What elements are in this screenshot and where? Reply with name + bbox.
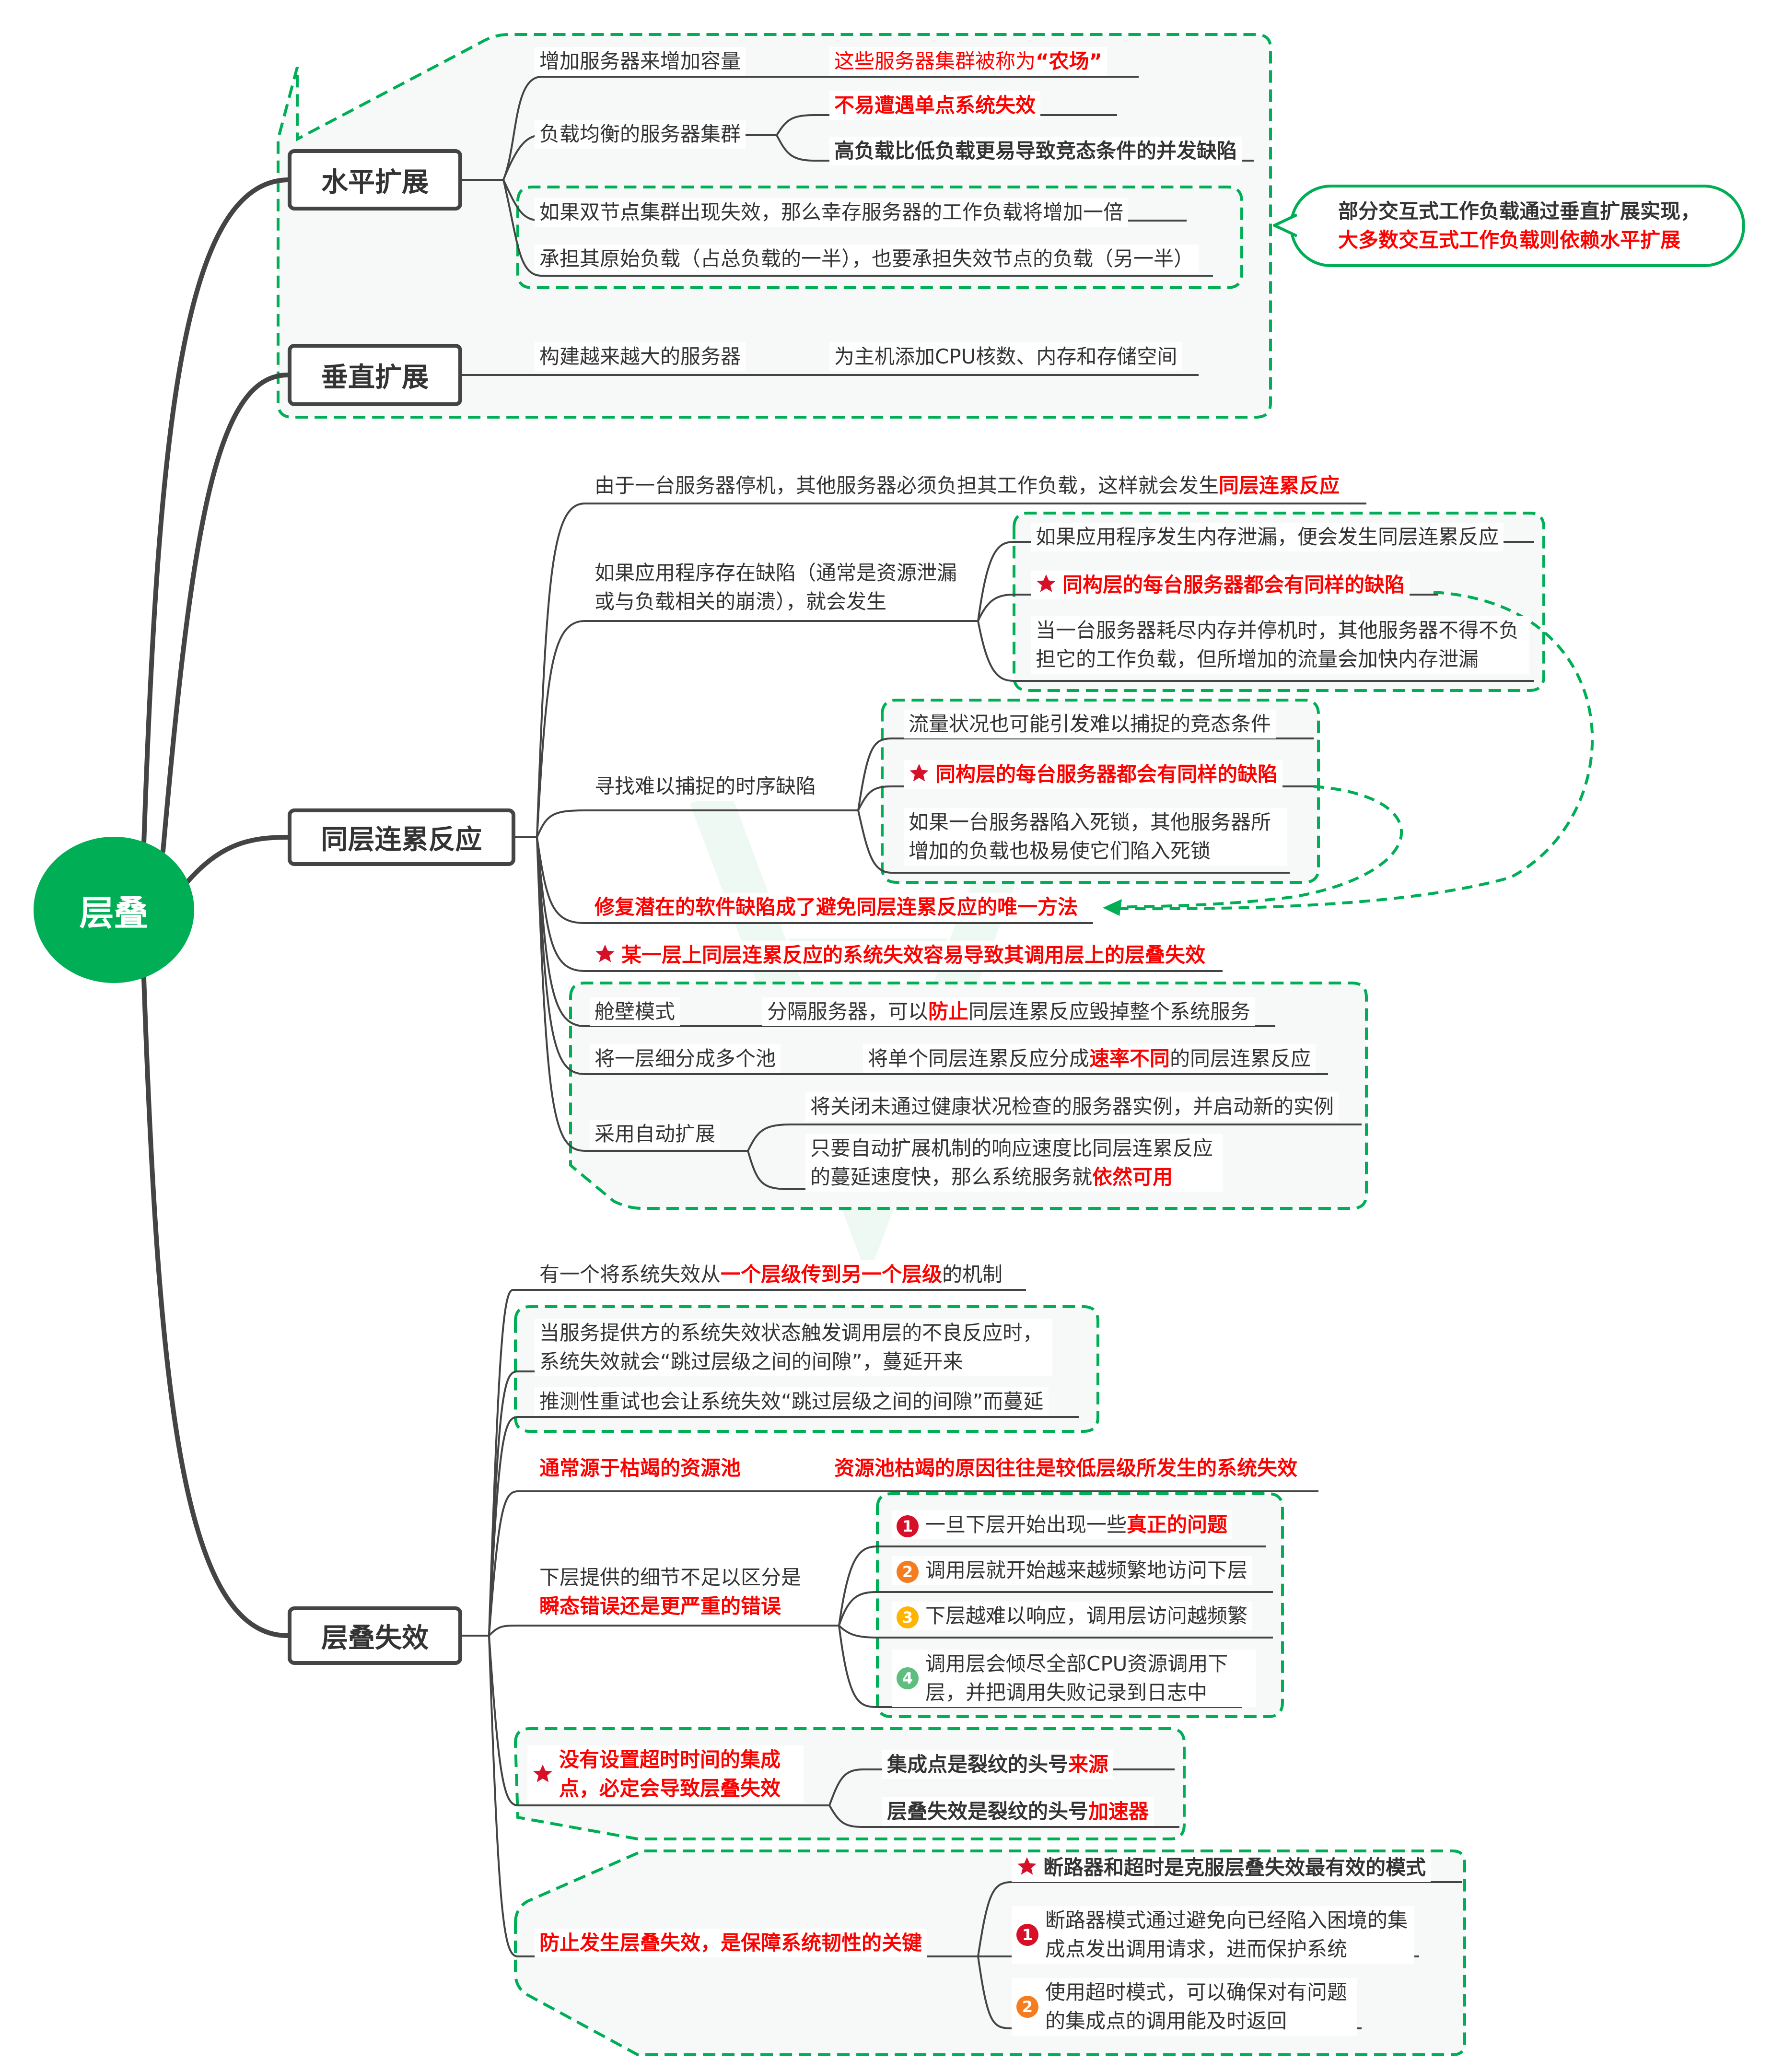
same-defect-text: 同构层的每台服务器都会有同样的缺陷 xyxy=(935,762,1278,786)
topic-cascade-note[interactable]: 某一层上同层连累反应的系统失效容易导致其调用层上的层叠失效 xyxy=(590,941,1211,970)
topic-same-defect-1[interactable]: 同构层的每台服务器都会有同样的缺陷 xyxy=(1031,571,1410,599)
crack-text: 集成点是裂纹的头号 xyxy=(887,1753,1069,1776)
topic-deadlock[interactable]: 如果一台服务器陷入死锁，其他服务器所增加的负载也极易使它们陷入死锁 xyxy=(904,808,1287,866)
topic-mechanism[interactable]: 有一个将系统失效从一个层级传到另一个层级的机制 xyxy=(535,1260,1008,1289)
arrow-head-icon xyxy=(1103,899,1122,916)
step-text: 一旦下层开始出现一些 xyxy=(925,1513,1127,1536)
step-text: 调用层就开始越来越频繁地访问下层 xyxy=(925,1558,1248,1582)
desc-pre: 分隔服务器，可以 xyxy=(767,1000,929,1023)
star-icon xyxy=(909,763,929,782)
topic-only-fix[interactable]: 修复潜在的软件缺陷成了避免同层连累反应的唯一方法 xyxy=(590,893,1083,922)
star-icon xyxy=(595,944,615,962)
topic-farm[interactable]: 这些服务器集群被称为“农场” xyxy=(829,47,1108,76)
detail-line1: 下层提供的细节不足以区分是 xyxy=(539,1566,802,1589)
topic-load-balanced[interactable]: 负载均衡的服务器集群 xyxy=(535,120,746,149)
farm-highlight: “农场” xyxy=(1036,49,1103,73)
detail-line2: 瞬态错误还是更严重的错误 xyxy=(539,1594,781,1618)
topic-no-single-point[interactable]: 不易遭遇单点系统失效 xyxy=(829,91,1041,120)
callout-line2: 大多数交互式工作负载则依赖水平扩展 xyxy=(1338,228,1681,252)
callout-note: 部分交互式工作负载通过垂直扩展实现， 大多数交互式工作负载则依赖水平扩展 xyxy=(1290,185,1745,267)
branch-vertical-scaling[interactable]: 垂直扩展 xyxy=(288,344,462,406)
topic-double-node[interactable]: 如果双节点集群出现失效，那么幸存服务器的工作负载将增加一倍 xyxy=(535,198,1129,227)
topic-race-condition[interactable]: 流量状况也可能引发难以捕捉的竞态条件 xyxy=(904,710,1276,738)
step-3[interactable]: 3 下层越难以响应，调用层访问越频繁 xyxy=(892,1602,1253,1630)
intro-highlight: 同层连累反应 xyxy=(1219,474,1340,497)
topic-take-half[interactable]: 承担其原始负载（占总负载的一半），也要承担失效节点的负载（另一半） xyxy=(535,245,1199,273)
prevent-star-item[interactable]: 断路器和超时是克服层叠失效最有效的模式 xyxy=(1012,1853,1431,1882)
topic-crack-source[interactable]: 集成点是裂纹的头号来源 xyxy=(882,1750,1114,1779)
topic-prevent-cascade[interactable]: 防止发生层叠失效，是保障系统韧性的关键 xyxy=(535,1929,927,1957)
farm-text: 这些服务器集群被称为 xyxy=(834,49,1036,73)
number-4-icon: 4 xyxy=(897,1667,919,1689)
topic-same-defect-2[interactable]: 同构层的每台服务器都会有同样的缺陷 xyxy=(904,760,1283,789)
topic-resource-pool[interactable]: 通常源于枯竭的资源池 xyxy=(535,1454,746,1483)
topic-crack-accelerator[interactable]: 层叠失效是裂纹的头号加速器 xyxy=(882,1797,1154,1826)
branch-horizontal-scaling[interactable]: 水平扩展 xyxy=(288,149,462,211)
pattern-pools-desc[interactable]: 将单个同层连累反应分成速率不同的同层连累反应 xyxy=(863,1044,1316,1073)
pattern-autoscale[interactable]: 采用自动扩展 xyxy=(590,1120,721,1148)
same-defect-text: 同构层的每台服务器都会有同样的缺陷 xyxy=(1062,573,1405,597)
desc-post: 同层连累反应毁掉整个系统服务 xyxy=(968,1000,1251,1023)
number-3-icon: 3 xyxy=(897,1606,919,1628)
desc-pre: 只要自动扩展机制的响应速度比同层连累反应的蔓延速度快，那么系统服务就 xyxy=(810,1136,1213,1189)
star-icon xyxy=(533,1764,552,1782)
branch-chain-reaction[interactable]: 同层连累反应 xyxy=(288,808,515,866)
topic-skip-gap[interactable]: 当服务提供方的系统失效状态触发调用层的不良反应时，系统失效就会“跳过层级之间的间… xyxy=(535,1319,1052,1376)
step-1[interactable]: 1 一旦下层开始出现一些真正的问题 xyxy=(892,1510,1233,1539)
step-highlight: 真正的问题 xyxy=(1127,1513,1228,1536)
number-2-icon: 2 xyxy=(1016,1996,1038,2018)
topic-high-load-race[interactable]: 高负载比低负载更易导致竞态条件的并发缺陷 xyxy=(829,137,1242,165)
topic-pool-cause[interactable]: 资源池枯竭的原因往往是较低层级所发生的系统失效 xyxy=(829,1454,1303,1483)
cascade-note-text: 某一层上同层连累反应的系统失效容易导致其调用层上的层叠失效 xyxy=(621,943,1206,967)
step-text: 下层越难以响应，调用层访问越频繁 xyxy=(925,1604,1248,1627)
pattern-bulkhead[interactable]: 舱壁模式 xyxy=(590,997,680,1026)
topic-no-timeout[interactable]: 没有设置超时时间的集成点，必定会导致层叠失效 xyxy=(527,1745,804,1803)
topic-timing-defect[interactable]: 寻找难以捕捉的时序缺陷 xyxy=(590,772,821,801)
step-4[interactable]: 4 调用层会倾尽全部CPU资源调用下层，并把调用失败记录到日志中 xyxy=(892,1650,1256,1707)
circuit-breaker-text: 断路器模式通过避免向已经陷入困境的集成点发出调用请求，进而保护系统 xyxy=(1045,1908,1408,1961)
mech-pre: 有一个将系统失效从 xyxy=(539,1263,721,1286)
topic-speculative-retry[interactable]: 推测性重试也会让系统失效“跳过层级之间的间隙”而蔓延 xyxy=(535,1387,1049,1416)
no-timeout-text: 没有设置超时时间的集成点，必定会导致层叠失效 xyxy=(559,1748,781,1800)
topic-chain-intro[interactable]: 由于一台服务器停机，其他服务器必须负担其工作负载，这样就会发生同层连累反应 xyxy=(590,471,1345,500)
topic-insufficient-detail[interactable]: 下层提供的细节不足以区分是瞬态错误还是更严重的错误 xyxy=(535,1563,806,1621)
desc-highlight: 依然可用 xyxy=(1092,1165,1173,1189)
crack-text: 层叠失效是裂纹的头号 xyxy=(887,1800,1089,1823)
desc-pre: 将单个同层连累反应分成 xyxy=(868,1047,1090,1070)
desc-highlight: 防止 xyxy=(928,1000,969,1023)
topic-memory-leak[interactable]: 如果应用程序发生内存泄漏，便会发生同层连累反应 xyxy=(1031,523,1504,551)
root-node[interactable]: 层叠 xyxy=(34,837,194,983)
star-icon xyxy=(1037,574,1056,592)
desc-highlight: 速率不同 xyxy=(1089,1047,1170,1070)
crack-highlight: 来源 xyxy=(1068,1753,1109,1776)
step-2[interactable]: 2 调用层就开始越来越频繁地访问下层 xyxy=(892,1556,1253,1585)
pattern-autoscale-desc-1[interactable]: 将关闭未通过健康状况检查的服务器实例，并启动新的实例 xyxy=(805,1092,1339,1121)
number-1-icon: 1 xyxy=(1016,1924,1038,1946)
callout-line1: 部分交互式工作负载通过垂直扩展实现， xyxy=(1338,199,1701,223)
prevent-circuit-breaker[interactable]: 1 断路器模式通过避免向已经陷入困境的集成点发出调用请求，进而保护系统 xyxy=(1012,1906,1414,1964)
prevent-star-text: 断路器和超时是克服层叠失效最有效的模式 xyxy=(1043,1856,1426,1879)
topic-add-cpu[interactable]: 为主机添加CPU核数、内存和存储空间 xyxy=(829,342,1182,371)
callout-pointer-icon xyxy=(1273,213,1297,237)
pattern-pools[interactable]: 将一层细分成多个池 xyxy=(590,1044,781,1073)
intro-text: 由于一台服务器停机，其他服务器必须负担其工作负载，这样就会发生 xyxy=(595,474,1219,497)
topic-add-servers[interactable]: 增加服务器来增加容量 xyxy=(535,47,746,76)
desc-post: 的同层连累反应 xyxy=(1170,1047,1311,1070)
pattern-bulkhead-desc[interactable]: 分隔服务器，可以防止同层连累反应毁掉整个系统服务 xyxy=(762,997,1256,1026)
topic-app-defect[interactable]: 如果应用程序存在缺陷（通常是资源泄漏或与负载相关的崩溃），就会发生 xyxy=(590,559,964,616)
step-text: 调用层会倾尽全部CPU资源调用下层，并把调用失败记录到日志中 xyxy=(925,1652,1228,1704)
timeout-text: 使用超时模式，可以确保对有问题的集成点的调用能及时返回 xyxy=(1045,1980,1348,2033)
star-icon xyxy=(1017,1857,1037,1875)
topic-memory-exhaust[interactable]: 当一台服务器耗尽内存并停机时，其他服务器不得不负担它的工作负载，但所增加的流量会… xyxy=(1031,616,1529,674)
topic-bigger-servers[interactable]: 构建越来越大的服务器 xyxy=(535,342,746,371)
prevent-timeout[interactable]: 2 使用超时模式，可以确保对有问题的集成点的调用能及时返回 xyxy=(1012,1978,1357,2036)
number-2-icon: 2 xyxy=(897,1560,919,1583)
pattern-autoscale-desc-2[interactable]: 只要自动扩展机制的响应速度比同层连累反应的蔓延速度快，那么系统服务就依然可用 xyxy=(805,1134,1223,1192)
crack-highlight: 加速器 xyxy=(1088,1800,1149,1823)
branch-cascading-failure[interactable]: 层叠失效 xyxy=(288,1606,462,1665)
mech-post: 的机制 xyxy=(942,1263,1003,1286)
number-1-icon: 1 xyxy=(897,1515,919,1537)
mech-highlight: 一个层级传到另一个层级 xyxy=(721,1263,943,1286)
